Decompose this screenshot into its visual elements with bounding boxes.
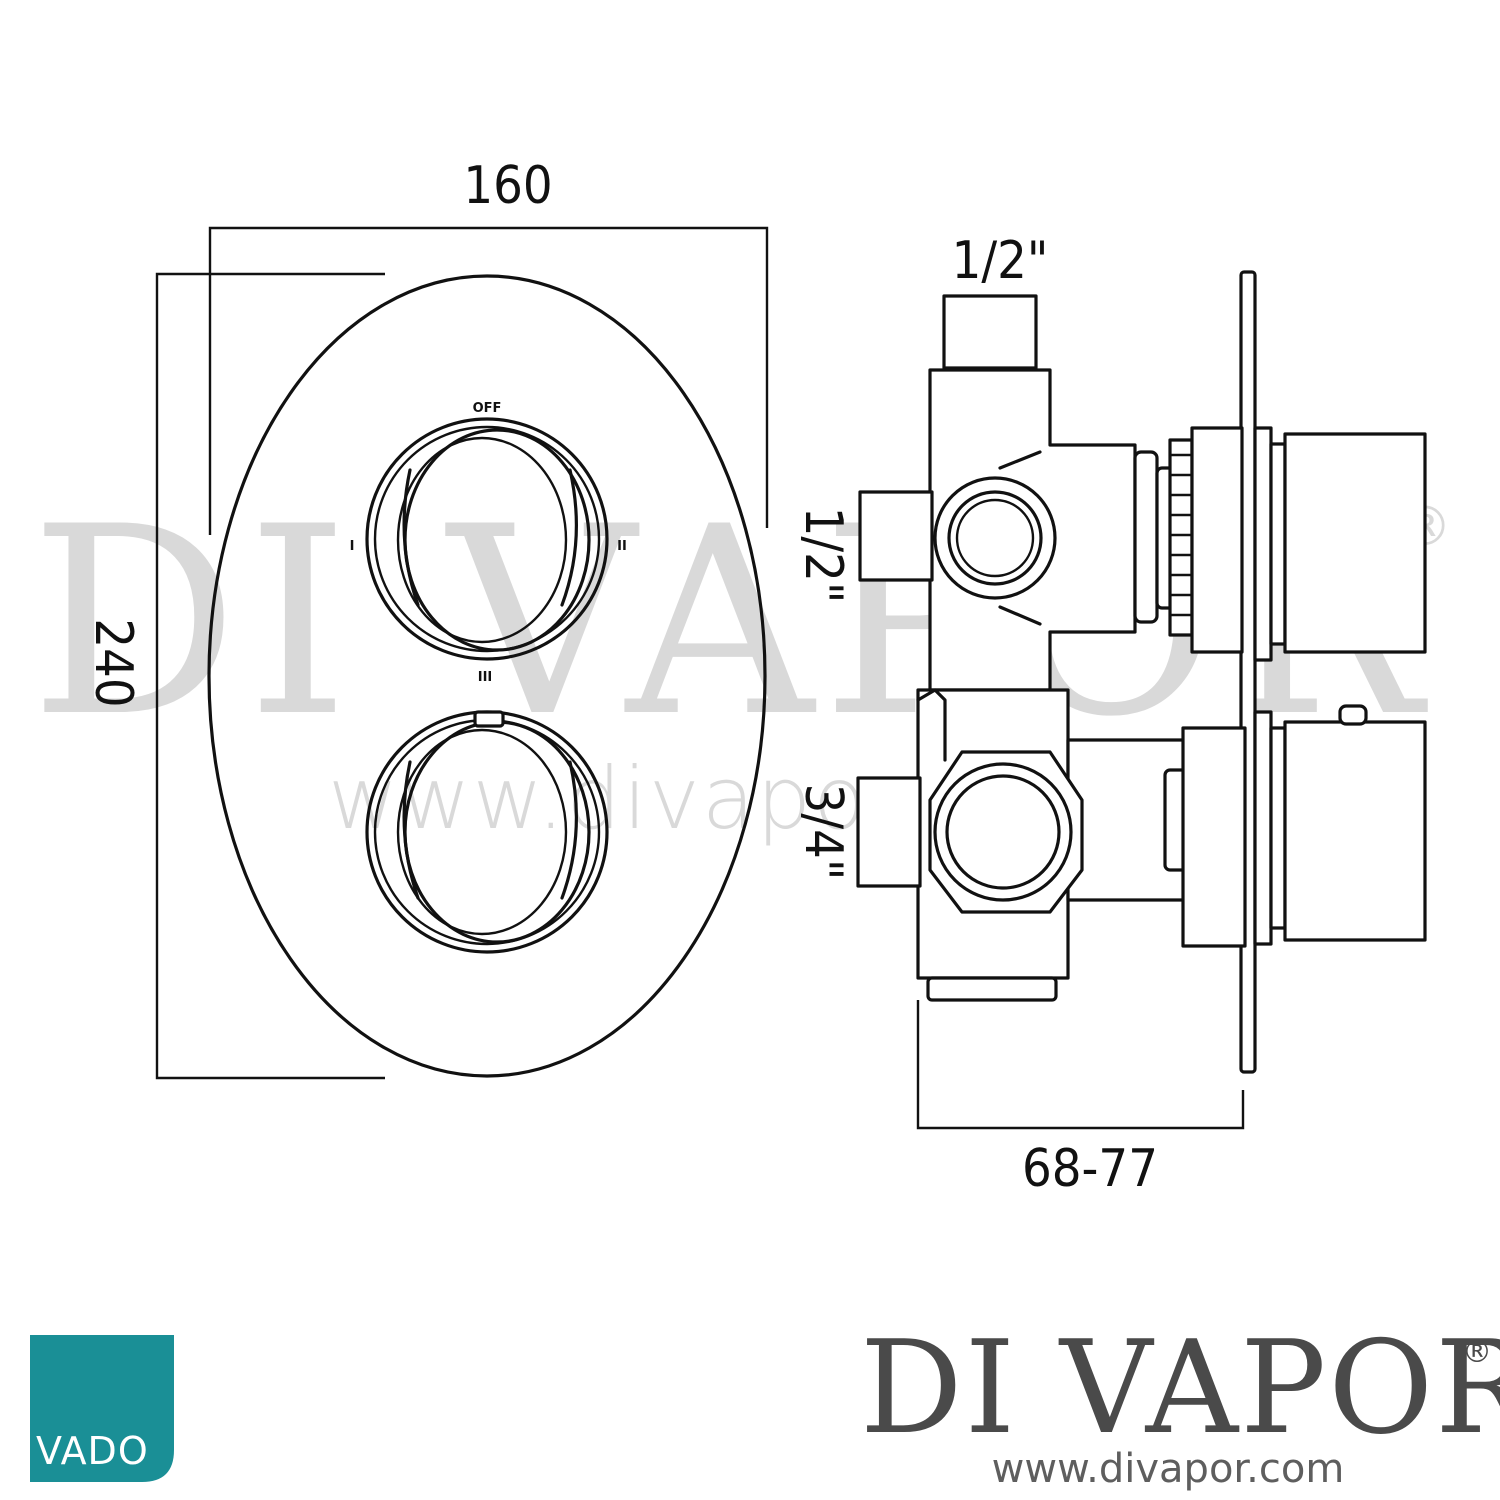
upper-thread xyxy=(1168,438,1194,637)
vado-logo: VADO xyxy=(30,1335,174,1482)
width-dimension-line xyxy=(208,226,769,535)
dial-label-two: II xyxy=(617,539,627,554)
lower-handle-button xyxy=(1338,704,1368,726)
upper-handle xyxy=(1283,432,1427,654)
footer-brand: DI VAPOR xyxy=(860,1314,1500,1463)
dial-label-three: III xyxy=(478,670,493,685)
upper-dial: OFF I II III xyxy=(350,401,627,685)
lower-shroud xyxy=(1253,710,1273,946)
height-label: 240 xyxy=(83,618,143,707)
side-view: 1/2" 1/2" xyxy=(793,231,1427,1199)
footer-registered: ® xyxy=(1462,1335,1492,1370)
footer-url: www.divapor.com xyxy=(992,1446,1345,1492)
height-dimension-line xyxy=(155,272,385,1080)
front-view: 160 240 OFF I II III xyxy=(83,156,769,1080)
side-backplate xyxy=(1239,270,1257,1074)
bottom-plug xyxy=(926,976,1058,1002)
dial-label-off: OFF xyxy=(473,401,502,416)
lower-inlet-label: 3/4" xyxy=(793,784,853,881)
upper-port-outer xyxy=(933,476,1057,600)
lower-collar xyxy=(1181,726,1247,948)
upper-shroud xyxy=(1253,426,1273,662)
safety-stop-button xyxy=(473,710,505,728)
lower-handle xyxy=(1283,720,1427,942)
top-inlet-label: 1/2" xyxy=(952,231,1049,291)
divapor-logo: DI VAPOR ® www.divapor.com xyxy=(860,1314,1500,1492)
upper-collar xyxy=(1190,426,1244,654)
top-inlet-pipe xyxy=(942,294,1038,370)
lower-inlet-pipe xyxy=(856,776,922,888)
lower-dial xyxy=(365,710,609,954)
side-inlet-label: 1/2" xyxy=(793,507,853,604)
upper-nut xyxy=(1133,450,1159,624)
depth-dimension-line xyxy=(916,1000,1245,1130)
oval-backplate xyxy=(207,274,767,1078)
vado-logo-text: VADO xyxy=(36,1429,149,1473)
width-label: 160 xyxy=(463,156,552,216)
side-inlet-pipe xyxy=(858,490,934,582)
dial-label-one: I xyxy=(350,539,355,554)
depth-label: 68-77 xyxy=(1022,1139,1158,1199)
